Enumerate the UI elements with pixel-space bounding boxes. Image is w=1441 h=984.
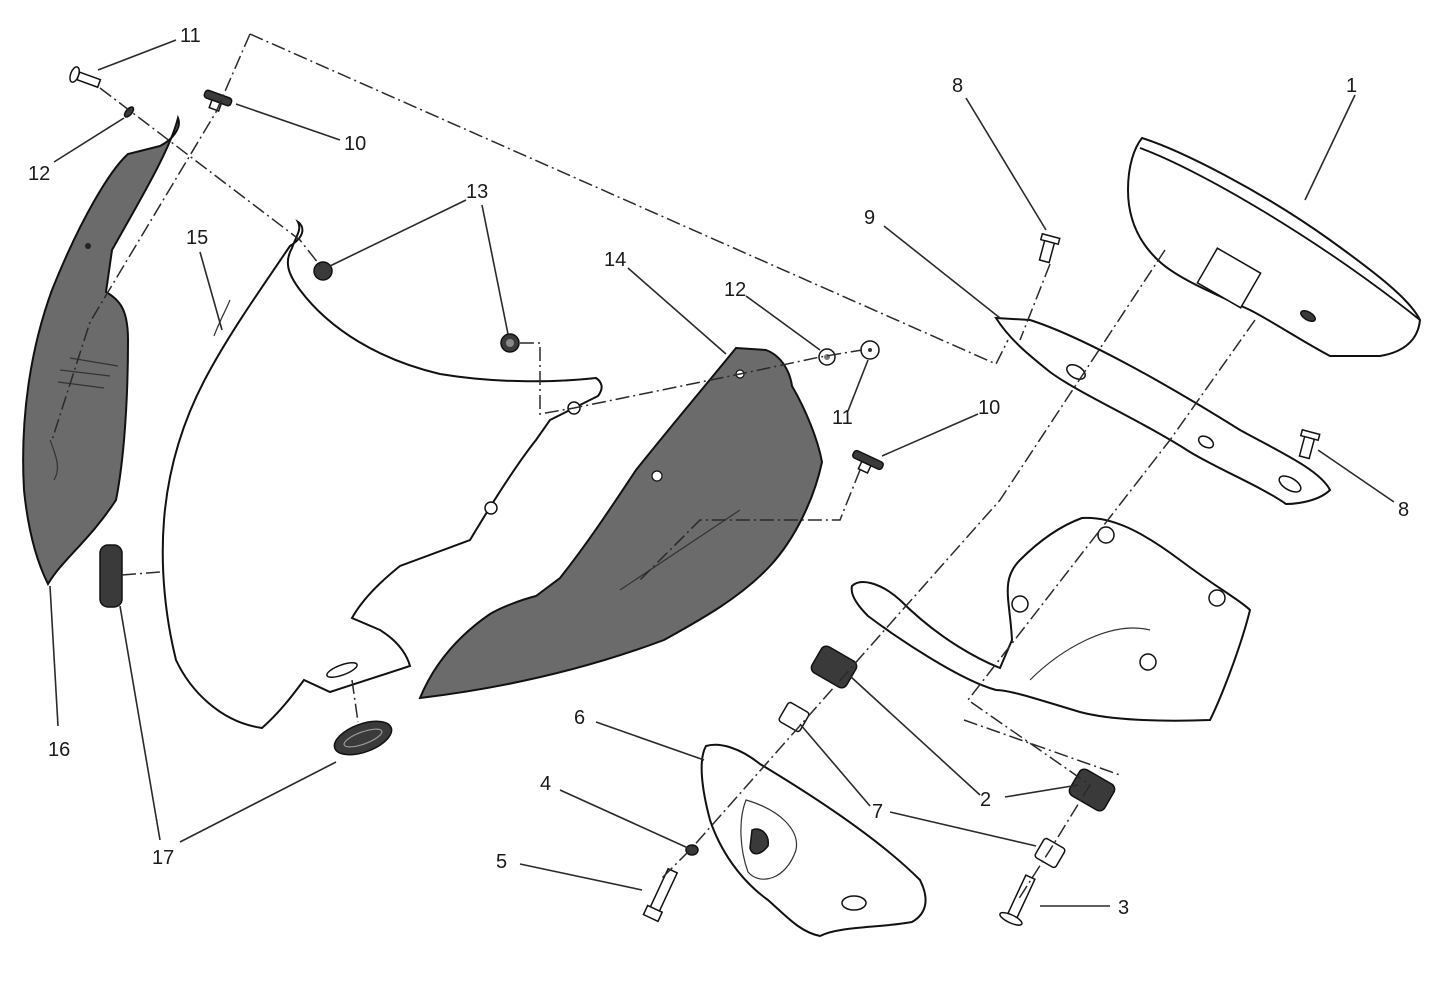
screw-5 [642,867,679,923]
leader-2a [849,675,981,796]
leader-4 [559,789,689,849]
washer-12-upper [123,106,135,118]
part-right-side-panel [418,346,824,700]
callout-14: 14 [604,249,626,271]
washer-4 [685,844,699,856]
screw-3 [999,874,1036,926]
leader-11b [847,359,869,412]
callout-12a: 12 [28,163,50,185]
callout-3: 3 [1118,897,1129,919]
callout-1: 1 [1346,75,1357,97]
part-headlight-fairing [161,219,603,730]
leader-5 [519,863,643,891]
leader-9 [883,225,1001,319]
callout-8a: 8 [952,75,963,97]
leader-14 [627,267,727,355]
callout-13: 13 [466,181,488,203]
callout-6: 6 [574,707,585,729]
callout-7: 7 [872,801,883,823]
part-instrument-bracket [994,316,1332,506]
leader-10b [881,413,979,457]
leader-2b [1004,784,1079,798]
callout-labels: 1 2 2 3 4 5 6 7 8 8 9 10 10 11 11 12 12 … [28,25,1409,919]
nut-13-a [313,261,333,281]
callout-2a: 2 [980,789,991,811]
callout-15: 15 [186,227,208,249]
screw-8-upper [1038,232,1061,264]
leader-17b [179,761,337,843]
leader-12b [745,295,821,351]
callout-17: 17 [152,847,174,869]
part-instrument-panel [1126,136,1422,357]
leader-10a [235,103,341,141]
leader-17a [119,605,161,841]
screw-8-lower [1298,428,1321,460]
leader-7a [799,723,871,807]
callout-10b: 10 [978,397,1000,419]
callout-11a: 11 [180,25,201,47]
callout-4: 4 [540,773,551,795]
grommet-17-bottom [333,720,393,756]
callout-5: 5 [496,851,507,873]
part-left-side-panel [22,114,180,587]
leader-12a [53,117,125,163]
leader-7b [889,811,1037,847]
leader-16 [49,585,59,727]
leader-11a [97,39,177,71]
part-support-frame [850,516,1252,722]
callout-10a: 10 [344,133,366,155]
callout-9: 9 [864,207,875,229]
leader-lines [49,39,1395,907]
leader-13a [329,199,467,267]
leader-6 [595,721,705,761]
callout-16: 16 [48,739,70,761]
leader-13b [481,204,509,335]
assembly-lines [51,33,1256,901]
clip-nut-10-right [852,449,884,474]
grommet-17-left [99,544,123,608]
leader-1 [1304,94,1356,201]
leader-8a [965,97,1047,231]
spacer-7-lower [1034,837,1066,869]
leader-8b [1317,449,1395,503]
part-instrument-cover [700,743,927,938]
callout-11b: 11 [832,407,853,429]
leader-15 [199,251,223,331]
spacer-7-upper [778,701,810,733]
callout-8b: 8 [1398,499,1409,521]
screw-11-upper [69,66,102,89]
callout-12b: 12 [724,279,746,301]
